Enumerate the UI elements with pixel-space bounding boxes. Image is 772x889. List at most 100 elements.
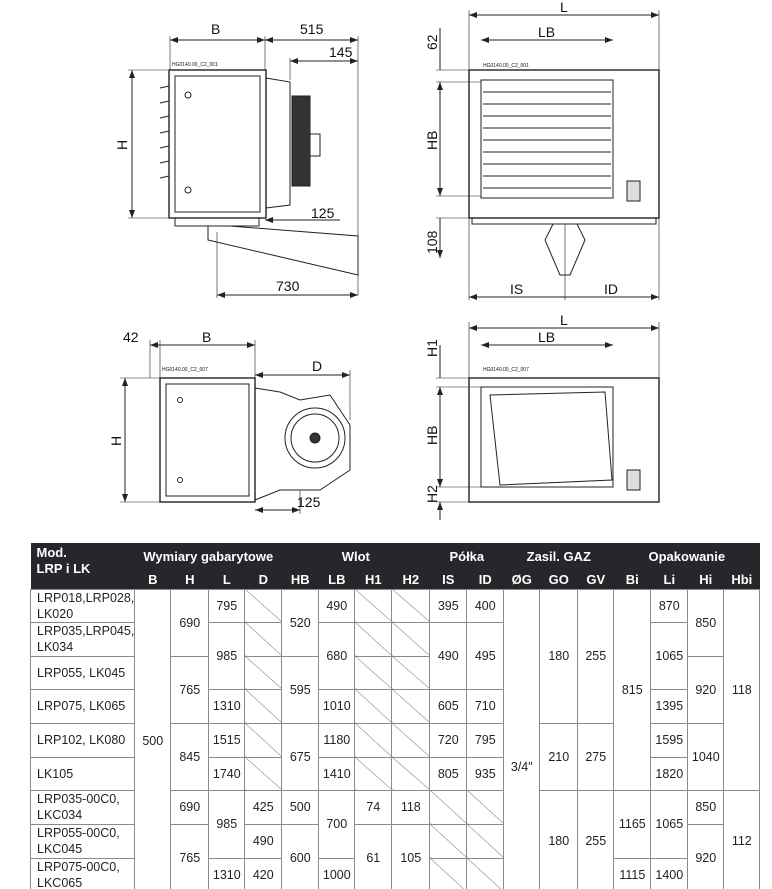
dim-125: 125 (297, 494, 321, 510)
model-cell: LK105 (29, 756, 136, 791)
side-view-drawing (128, 36, 359, 298)
value-cell: 275 (577, 722, 615, 791)
value-cell: 3/4" (503, 588, 541, 889)
empty-cell (244, 722, 283, 758)
value-cell: 605 (429, 688, 468, 724)
value-cell: 935 (466, 756, 505, 791)
value-cell: 1040 (687, 722, 725, 791)
value-cell: 985 (208, 789, 246, 859)
dim-lb: LB (538, 329, 555, 345)
model-cell: LRP075, LK065 (29, 688, 136, 724)
model-cell: LRP055, LK045 (29, 655, 136, 690)
empty-cell (244, 688, 283, 724)
empty-cell (354, 621, 393, 657)
value-cell: 74 (354, 789, 393, 825)
value-cell: 1010 (318, 688, 356, 724)
model-cell: LRP075-00C0, LKC065 (29, 857, 136, 889)
value-cell: 1740 (208, 756, 246, 791)
column-header: IS (429, 570, 467, 589)
value-cell: 395 (429, 588, 468, 623)
value-cell: 1180 (318, 722, 356, 758)
value-cell: 1410 (318, 756, 356, 791)
dim-d: D (312, 358, 322, 374)
empty-cell (429, 857, 468, 889)
empty-cell (466, 857, 505, 889)
value-cell: 118 (723, 588, 761, 791)
empty-cell (244, 655, 283, 690)
column-header: ID (466, 570, 504, 589)
dim-62: 62 (424, 34, 440, 50)
value-cell: 1820 (650, 756, 689, 791)
value-cell: 1400 (650, 857, 689, 889)
value-cell: 1165 (613, 789, 652, 859)
value-cell: 595 (281, 655, 320, 724)
value-cell: 710 (466, 688, 505, 724)
model-cell: LRP035-00C0, LKC034 (29, 789, 136, 825)
dim-id: ID (604, 281, 618, 297)
value-cell: 400 (466, 588, 505, 623)
dim-hb: HB (424, 426, 440, 445)
dim-l: L (560, 312, 568, 328)
value-cell: 845 (170, 722, 210, 791)
column-header: Li (650, 570, 688, 589)
value-cell: 180 (539, 789, 579, 889)
dim-h: H (114, 140, 130, 150)
value-cell: 795 (208, 588, 246, 623)
dim-42: 42 (123, 329, 139, 345)
dim-125: 125 (311, 205, 335, 221)
drawing-code: HG0140.00_C2_007 (162, 367, 208, 373)
column-header: H (170, 570, 209, 589)
value-cell: 112 (723, 789, 761, 889)
value-cell: 61 (354, 823, 393, 889)
value-cell: 680 (318, 621, 356, 690)
value-cell: 690 (170, 588, 210, 657)
group-header: Opakowanie (613, 543, 760, 570)
drawing-code: HG0140.00_C2_001 (483, 63, 529, 69)
model-cell: LRP055-00C0, LKC045 (29, 823, 136, 859)
empty-cell (244, 756, 283, 791)
value-cell: 675 (281, 722, 320, 791)
value-cell: 1310 (208, 857, 246, 889)
group-header: Zasil. GAZ (503, 543, 614, 570)
empty-cell (354, 722, 393, 758)
front-view-c-drawing (436, 322, 660, 520)
column-header: LB (318, 570, 355, 589)
empty-cell (391, 655, 431, 690)
value-cell: 720 (429, 722, 468, 758)
empty-cell (429, 823, 468, 859)
value-cell: 1000 (318, 857, 356, 889)
value-cell: 495 (466, 621, 505, 690)
value-cell: 500 (281, 789, 320, 825)
value-cell: 795 (466, 722, 505, 758)
empty-cell (354, 588, 393, 623)
dim-h1: H1 (424, 339, 440, 357)
column-header: HB (281, 570, 319, 589)
column-header: Hbi (723, 570, 760, 589)
model-cell: LRP035,LRP045, LK034 (29, 621, 136, 657)
dim-l: L (560, 0, 568, 15)
empty-cell (391, 756, 431, 791)
empty-cell (391, 588, 431, 623)
column-header: GV (577, 570, 614, 589)
model-header-line2: LRP i LK (36, 561, 91, 576)
column-header: Hi (687, 570, 724, 589)
empty-cell (354, 688, 393, 724)
value-cell: 700 (318, 789, 356, 859)
value-cell: 600 (281, 823, 320, 889)
model-header-line1: Mod. (36, 545, 67, 560)
empty-cell (244, 621, 283, 657)
front-view-drawing (436, 10, 659, 300)
column-header: H1 (354, 570, 392, 589)
model-header: Mod. LRP i LK (30, 543, 135, 589)
empty-cell (391, 688, 431, 724)
value-cell: 118 (391, 789, 431, 825)
